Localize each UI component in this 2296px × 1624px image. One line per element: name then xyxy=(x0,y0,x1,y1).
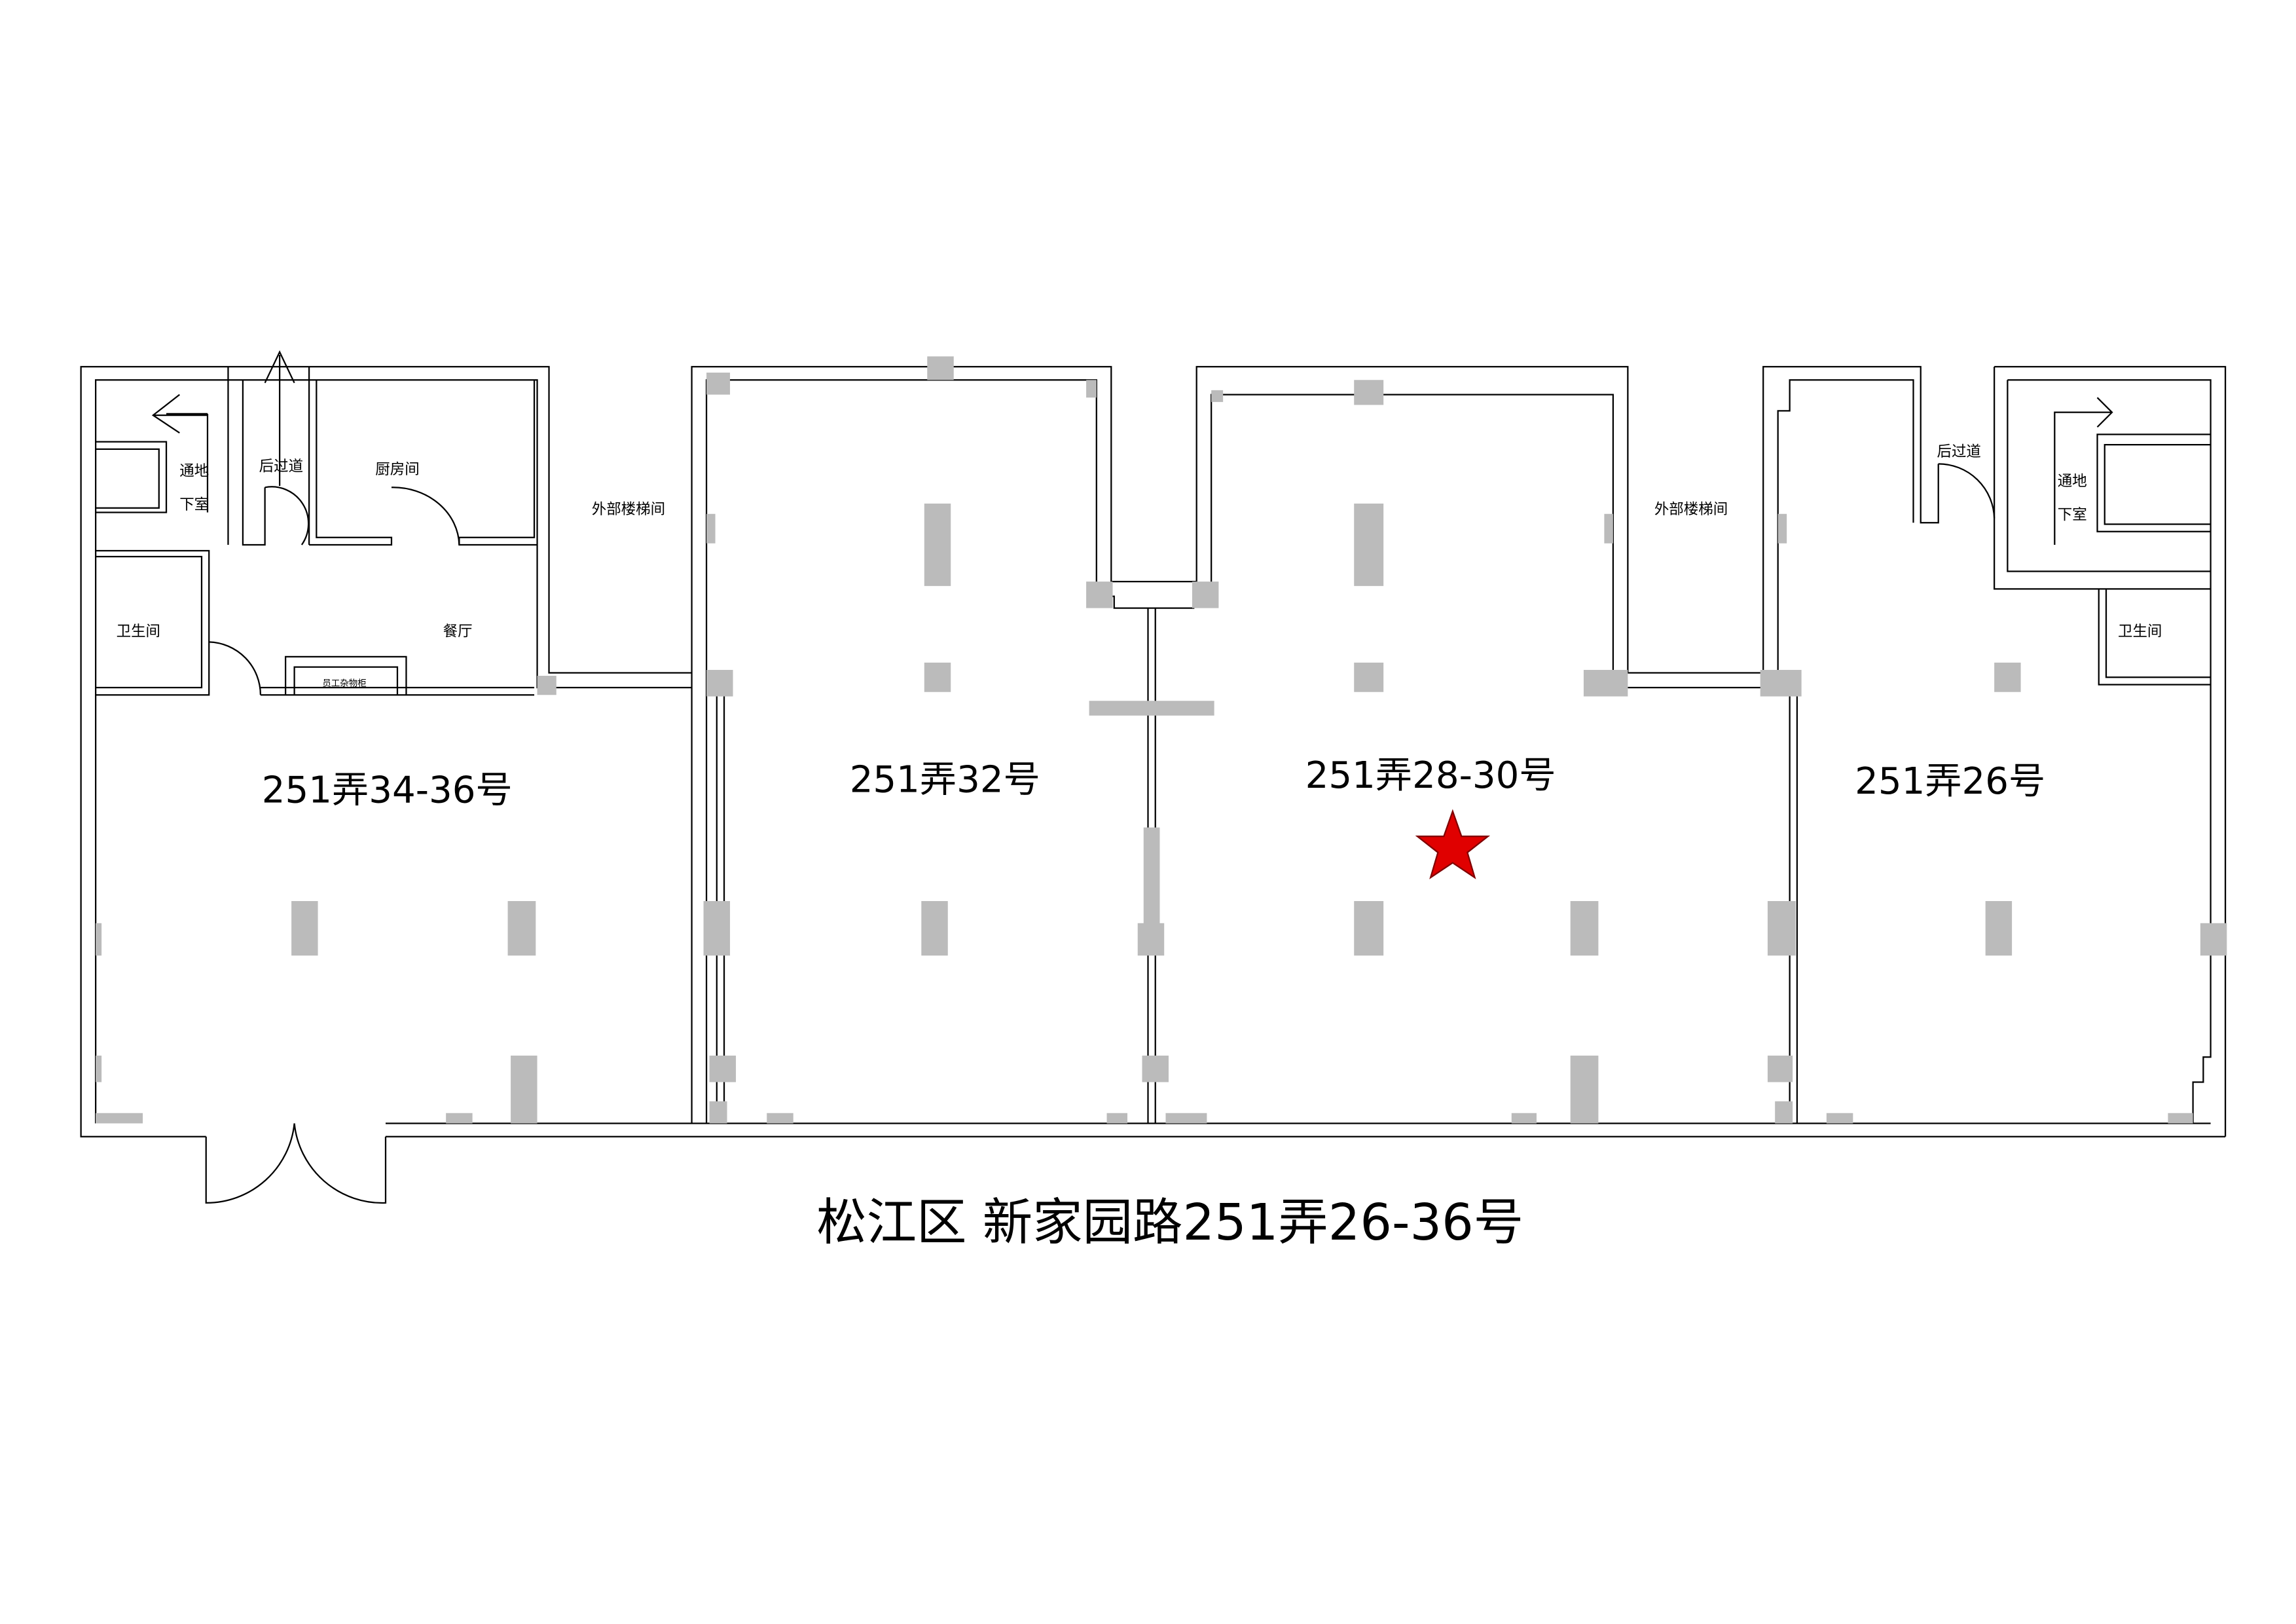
room-label-staff-locker: 员工杂物柜 xyxy=(322,678,366,689)
unit-1-walls xyxy=(80,365,2226,1137)
room-label-dining: 餐厅 xyxy=(443,623,473,640)
room-label-back-passage-left: 后过道 xyxy=(259,458,303,475)
room-label-back-passage-right: 后过道 xyxy=(1937,443,1980,460)
room-label-basement-right-2: 下室 xyxy=(2058,507,2087,524)
unit-label-32: 251弄32号 xyxy=(850,759,1040,802)
unit-label-34-36: 251弄34-36号 xyxy=(262,769,513,811)
room-label-basement-left: 通地 xyxy=(179,462,209,479)
unit-label-26: 251弄26号 xyxy=(1855,760,2045,803)
doors xyxy=(205,463,1995,1204)
arrows xyxy=(151,350,2113,545)
room-label-basement-right: 通地 xyxy=(2058,473,2087,490)
room-label-restroom-right: 卫生间 xyxy=(2118,623,2162,640)
room-label-external-stair-right: 外部楼梯间 xyxy=(1654,501,1728,518)
units-2-4-walls xyxy=(691,365,2227,1137)
room-label-restroom-left: 卫生间 xyxy=(117,623,160,640)
room-label-external-stair-left: 外部楼梯间 xyxy=(592,501,665,518)
star-icon xyxy=(1415,809,1491,879)
plan-title: 松江区 新家园路251弄26-36号 xyxy=(816,1194,1523,1252)
room-label-kitchen: 厨房间 xyxy=(375,461,419,478)
unit-label-28-30: 251弄28-30号 xyxy=(1305,754,1556,797)
room-label-basement-left-2: 下室 xyxy=(179,496,209,513)
